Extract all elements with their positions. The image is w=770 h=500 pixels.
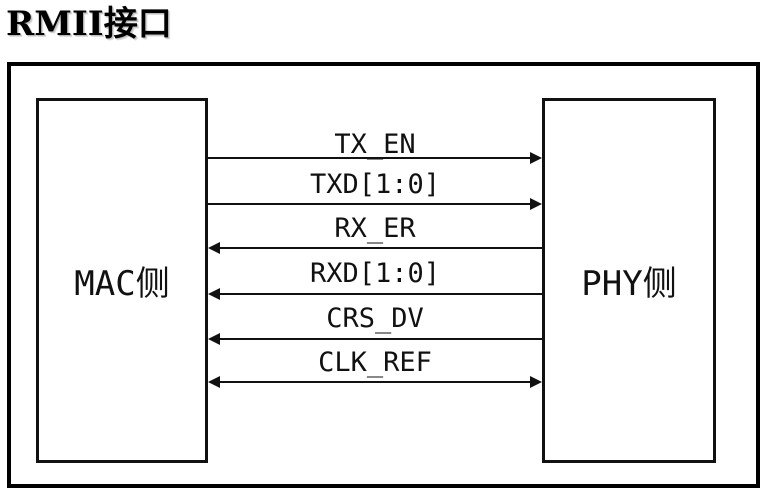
diagram-frame [7,62,760,488]
signal-label-clk-ref: CLK_REF [318,347,432,378]
phy-side-block: PHY侧 [542,98,716,463]
arrowhead-left-rx-er [208,242,220,254]
mac-side-block: MAC侧 [36,98,208,463]
signal-label-tx-en: TX_EN [334,129,416,160]
arrowhead-right-txd [530,198,542,210]
mac-side-label: MAC侧 [74,264,170,304]
arrowhead-left-clk-ref [208,376,220,388]
signal-label-crs-dv: CRS_DV [326,303,424,334]
phy-side-label: PHY侧 [581,264,677,304]
arrowhead-left-rxd [208,288,220,300]
page-title: RMII接口 [6,4,172,44]
signal-label-rx-er: RX_ER [334,213,416,244]
arrowhead-left-crs-dv [208,333,220,345]
arrowhead-right-clk-ref [530,376,542,388]
signal-label-rxd: RXD[1:0] [309,258,441,289]
signal-label-txd: TXD[1:0] [309,169,441,200]
arrowhead-right-tx-en [530,152,542,164]
